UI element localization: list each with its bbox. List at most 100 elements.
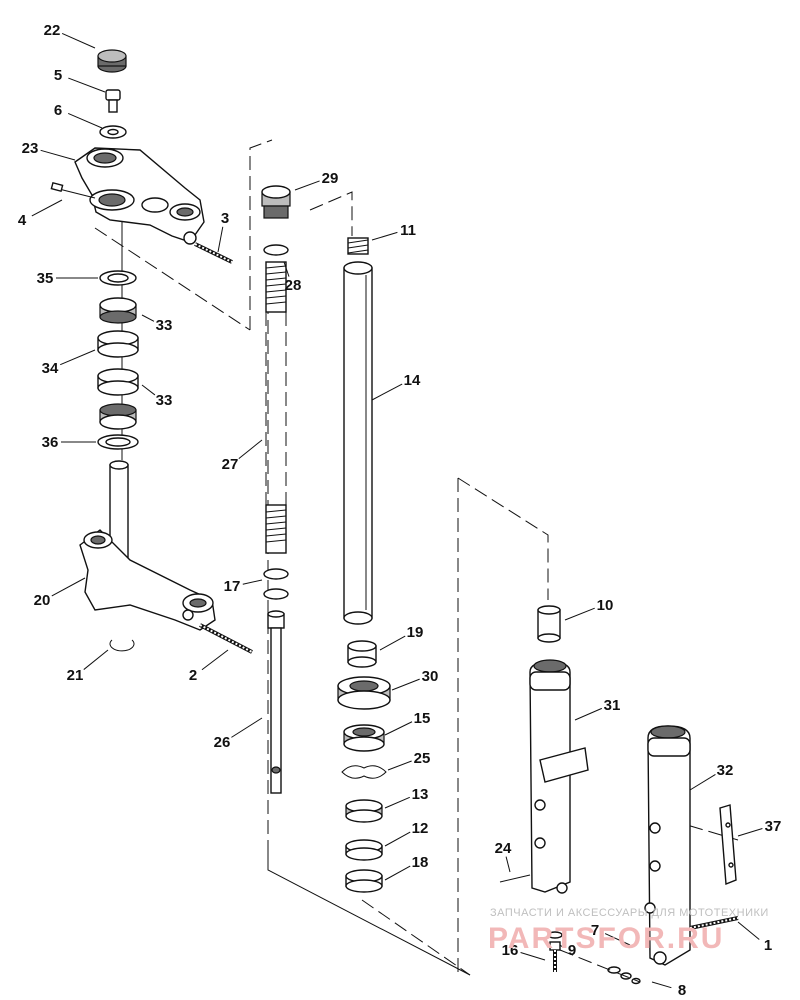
leader-line-28 — [283, 261, 290, 277]
part-34-race-lower — [97, 368, 139, 396]
part-14-fork-tube — [343, 261, 373, 625]
leader-line-22 — [61, 33, 96, 49]
callout-13: 13 — [412, 786, 429, 803]
leader-line-33 — [141, 384, 156, 396]
leader-line-30 — [391, 678, 420, 691]
callout-22: 22 — [44, 22, 61, 39]
callout-12: 12 — [412, 820, 429, 837]
part-27-spring — [265, 261, 287, 554]
part-6-washer — [99, 125, 127, 139]
part-17-rings — [263, 568, 289, 600]
leader-line-11 — [371, 231, 398, 241]
leader-line-5 — [68, 77, 106, 93]
callout-18: 18 — [412, 854, 429, 871]
leader-line-37 — [737, 827, 763, 837]
part-31-fork-slider-left — [499, 659, 589, 894]
callout-9: 9 — [568, 942, 576, 959]
callout-23: 23 — [22, 140, 39, 157]
callout-31: 31 — [604, 697, 621, 714]
callout-20: 20 — [34, 592, 51, 609]
callout-33: 33 — [156, 317, 173, 334]
leader-line-18 — [384, 865, 411, 881]
watermark-tagline: ЗАПЧАСТИ И АКСЕССУАРЫ ДЛЯ МОТОТЕХНИКИ — [490, 907, 769, 919]
leader-line-1 — [737, 921, 760, 940]
part-23-upper-clamp — [50, 147, 205, 245]
part-21-circlip — [109, 639, 135, 652]
part-22-cap — [97, 49, 127, 73]
callout-24: 24 — [495, 840, 512, 857]
callout-30: 30 — [422, 668, 439, 685]
leader-line-19 — [379, 635, 406, 651]
callout-10: 10 — [597, 597, 614, 614]
leader-line-12 — [384, 831, 411, 847]
callout-6: 6 — [54, 102, 62, 119]
callout-35: 35 — [37, 270, 54, 287]
part-11-spring — [347, 237, 369, 255]
leader-line-8 — [651, 981, 672, 989]
callout-25: 25 — [414, 750, 431, 767]
callout-36: 36 — [42, 434, 59, 451]
callout-leaders — [31, 33, 763, 989]
part-19-bushing — [347, 640, 377, 668]
part-36-seal — [97, 434, 139, 450]
leader-line-15 — [384, 721, 413, 736]
leader-line-33 — [141, 314, 155, 322]
leader-line-24 — [505, 856, 511, 873]
leader-line-31 — [574, 707, 603, 721]
part-32-fork-slider-right — [644, 725, 691, 966]
callout-19: 19 — [407, 624, 424, 641]
callout-2: 2 — [189, 667, 197, 684]
callout-15: 15 — [414, 710, 431, 727]
part-33-bearing-lower — [99, 403, 137, 430]
part-35-seal — [99, 270, 137, 286]
callout-17: 17 — [224, 578, 241, 595]
callout-5: 5 — [54, 67, 62, 84]
part-5-bolt — [105, 89, 121, 113]
leader-line-27 — [238, 439, 263, 459]
leader-line-6 — [67, 112, 103, 129]
leader-line-16 — [520, 951, 546, 961]
callout-29: 29 — [322, 170, 339, 187]
callout-14: 14 — [404, 372, 421, 389]
callout-4: 4 — [18, 212, 27, 229]
callout-27: 27 — [222, 456, 239, 473]
callout-26: 26 — [214, 734, 231, 751]
callout-32: 32 — [717, 762, 734, 779]
part-10-spacer — [537, 605, 561, 643]
callout-1: 1 — [764, 937, 772, 954]
construction-lines — [94, 139, 739, 976]
callout-11: 11 — [400, 222, 416, 239]
part-37-plate — [719, 804, 737, 886]
part-bottom-hardware — [547, 916, 739, 985]
part-20-lower-clamp — [79, 460, 253, 654]
leader-line-13 — [384, 796, 410, 809]
leader-line-20 — [51, 577, 86, 597]
leader-line-32 — [689, 774, 716, 791]
callout-16: 16 — [502, 942, 519, 959]
callout-37: 37 — [765, 818, 782, 835]
callout-21: 21 — [67, 667, 84, 684]
part-13-washer — [345, 799, 383, 823]
leader-line-4 — [31, 199, 63, 217]
leader-line-34 — [60, 349, 96, 366]
callout-28: 28 — [285, 277, 302, 294]
leader-line-14 — [371, 383, 403, 401]
part-15-oil-seal — [343, 724, 385, 752]
leader-line-29 — [294, 180, 320, 191]
leader-line-26 — [231, 717, 263, 738]
leader-line-21 — [83, 649, 109, 670]
callout-3: 3 — [221, 210, 229, 227]
callout-8: 8 — [678, 982, 686, 999]
part-3-pinch-bolt — [194, 242, 233, 264]
part-29-fork-cap — [261, 185, 291, 219]
part-34-race-upper — [97, 330, 139, 358]
part-26-damper-rod — [267, 610, 285, 794]
part-30-dust-seal — [337, 676, 391, 710]
part-25-clip — [341, 765, 387, 779]
leader-line-23 — [40, 149, 76, 161]
watermark-logo-text: PARTSFOR.RU — [488, 922, 724, 955]
leader-line-25 — [387, 760, 412, 771]
leader-line-17 — [242, 579, 263, 585]
